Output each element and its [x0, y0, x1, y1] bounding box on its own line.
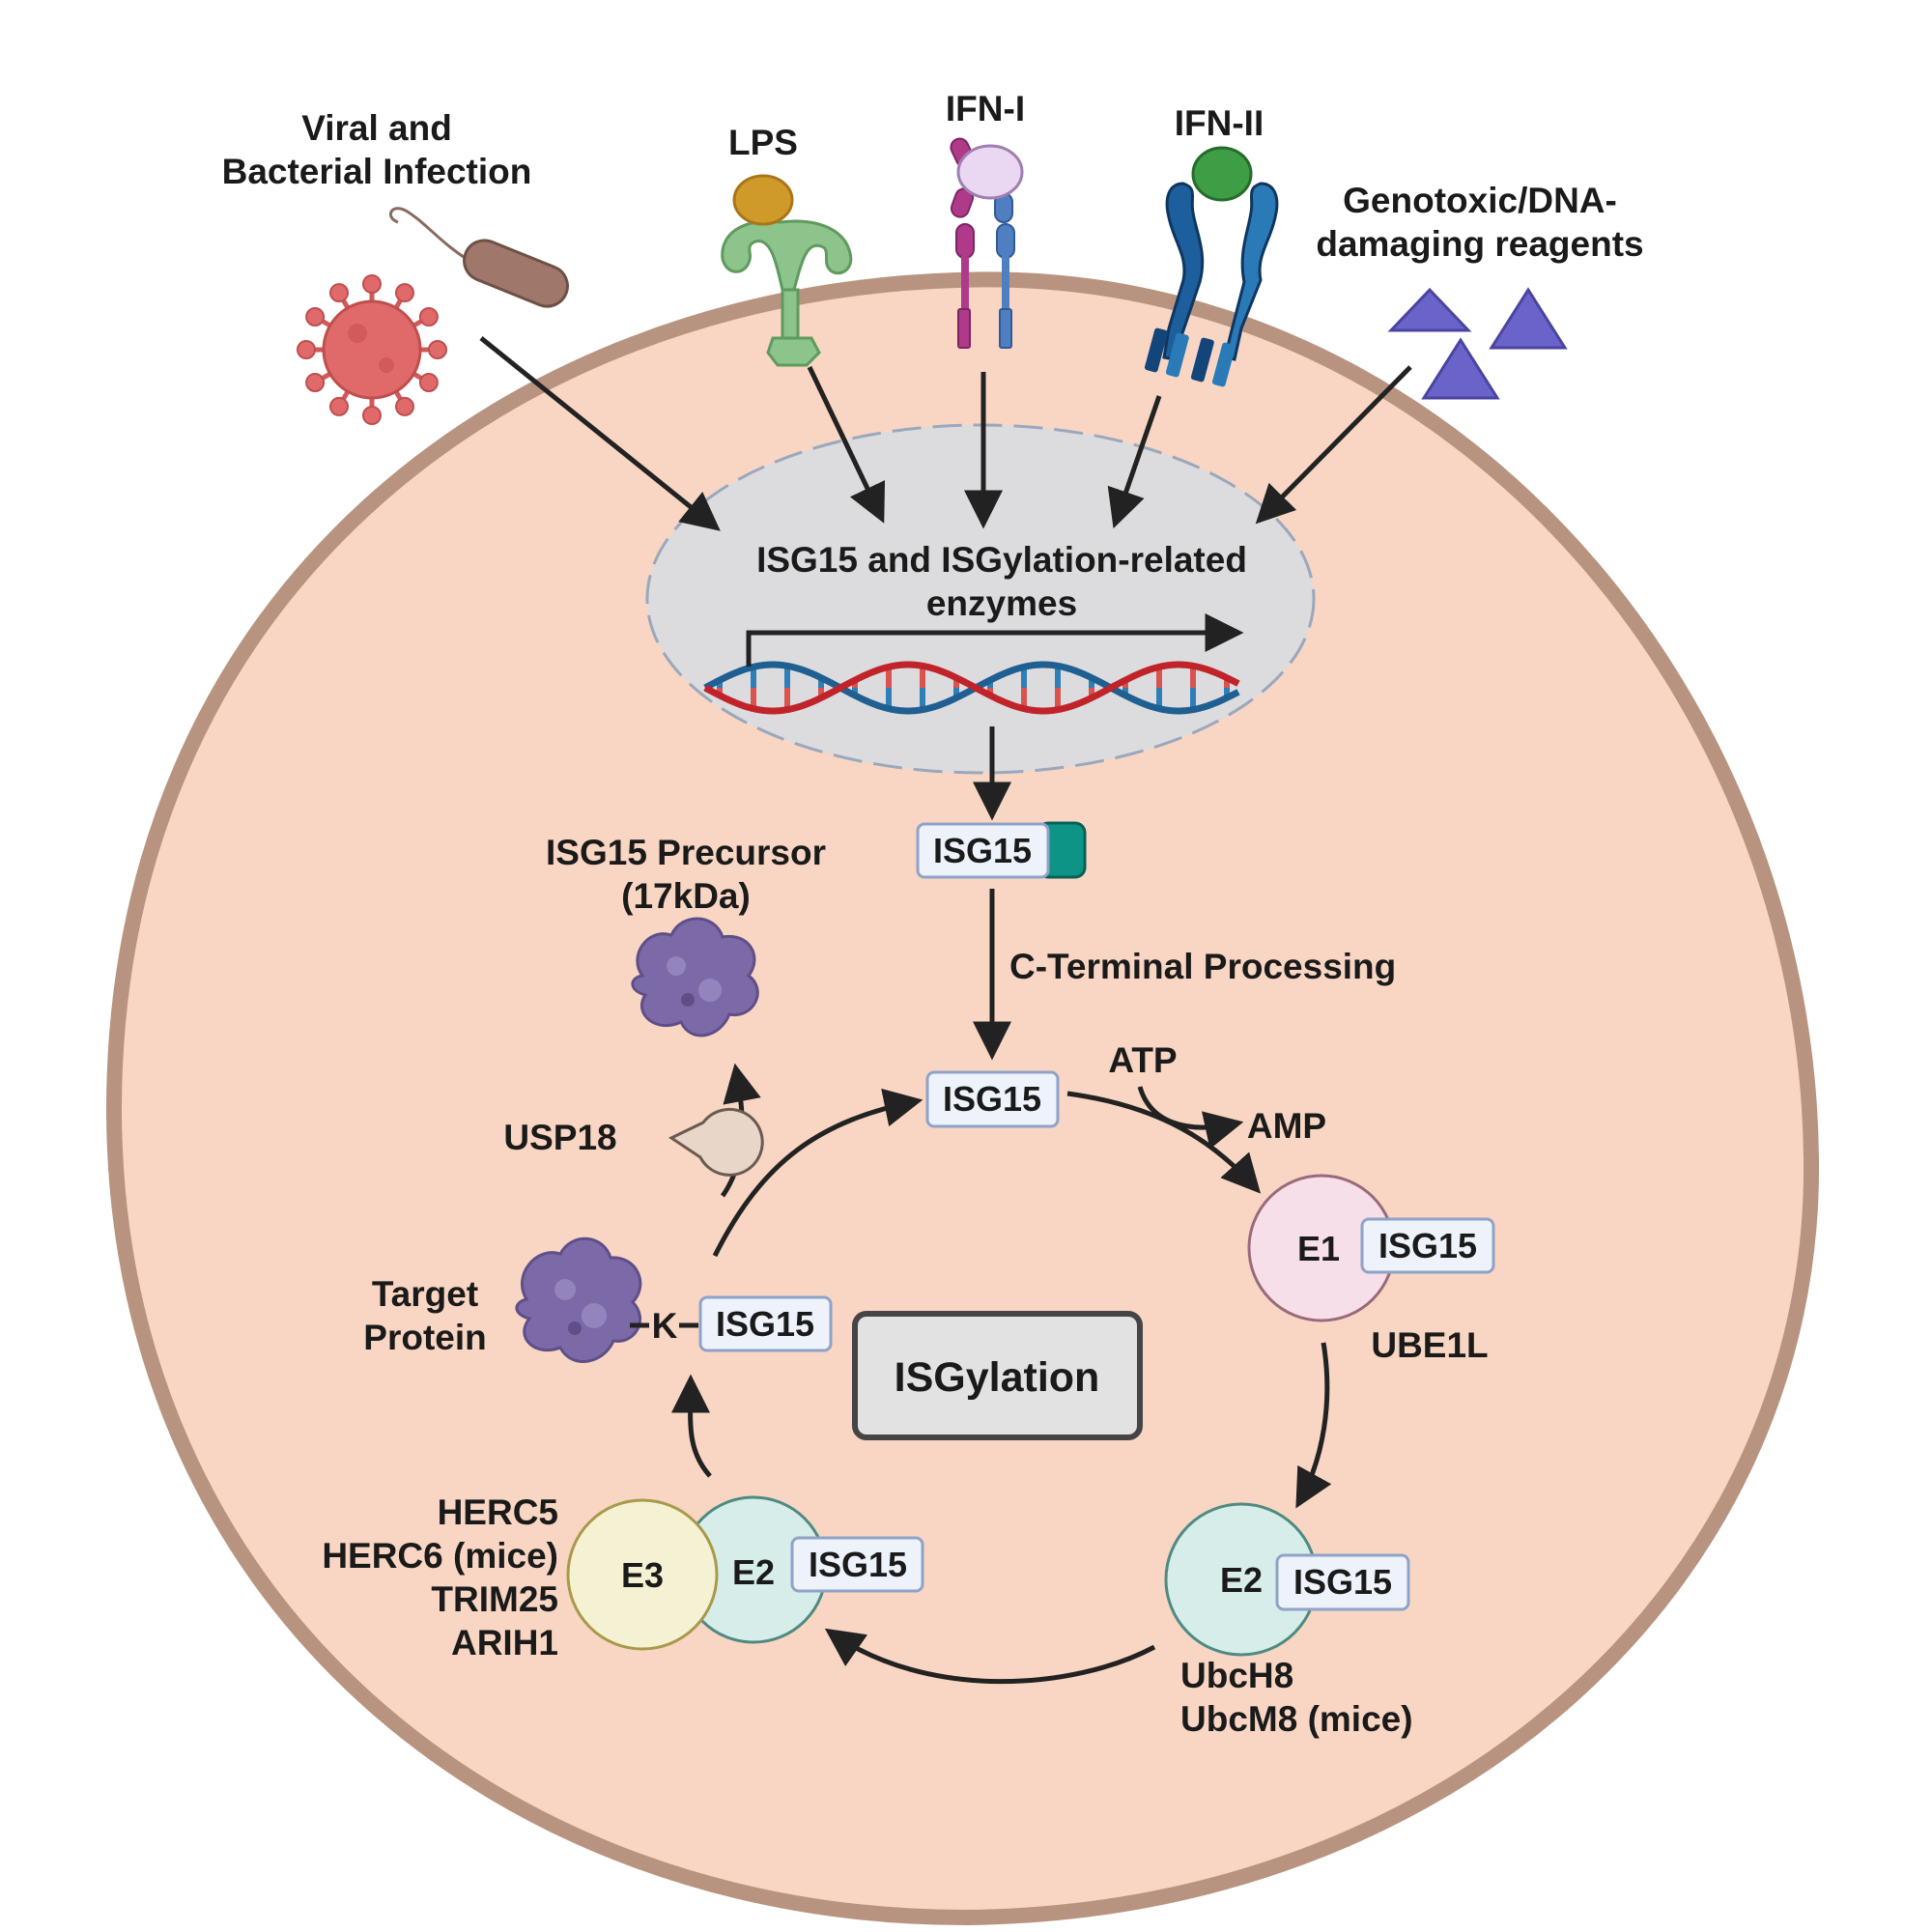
free-isg15-box-text: ISG15	[943, 1079, 1041, 1119]
e3-to-target-arrow	[670, 1374, 712, 1478]
processing-label: C-Terminal Processing	[1009, 947, 1396, 986]
target-isg15-box-text: ISG15	[716, 1304, 814, 1344]
isgylation-box	[852, 1311, 1143, 1440]
genotoxic-label-line2: damaging reagents	[1316, 224, 1643, 264]
ifn2-arrow	[1107, 395, 1162, 529]
lps-receptor-icon	[721, 174, 853, 367]
e3-label: E3	[621, 1555, 664, 1595]
isg15-precursor-box	[916, 822, 1050, 879]
free-isg15-box	[925, 1070, 1060, 1128]
e3-isg15-box	[790, 1536, 924, 1593]
atp-label: ATP	[1108, 1040, 1177, 1080]
e2-isg15-box-text: ISG15	[1293, 1562, 1392, 1602]
isg15-precursor-box-text: ISG15	[933, 831, 1032, 870]
e3-enzyme-arih1: ARIH1	[451, 1623, 558, 1662]
ifn2-receptor-icon	[1144, 146, 1279, 387]
e3-e2-complex: E3 E2 ISG15	[566, 1495, 924, 1651]
nucleus	[645, 423, 1316, 775]
infection-label-line1: Viral and	[301, 108, 452, 148]
ifn1-receptor-icon	[950, 137, 1024, 349]
genotoxic-label-line1: Genotoxic/DNA-	[1343, 181, 1617, 220]
infection-arrow	[479, 336, 721, 531]
precursor-label-line1: ISG15 Precursor	[546, 833, 826, 872]
bacterium-icon	[388, 207, 569, 308]
e3-enzyme-trim25: TRIM25	[431, 1579, 558, 1619]
dna-helix-icon	[703, 661, 1240, 715]
nucleus-label-line1: ISG15 and ISGylation-related	[756, 540, 1247, 580]
genotoxic-reagent-icons	[1387, 287, 1568, 400]
lysine-label: K	[652, 1306, 678, 1346]
ifn2-label: IFN-II	[1175, 103, 1264, 143]
target-isg15-box	[698, 1295, 833, 1352]
isg15-to-e1-arrow	[1066, 1091, 1262, 1194]
e1-to-e2-arrow	[1295, 1342, 1332, 1509]
e3-circle	[566, 1498, 719, 1651]
e1-label: E1	[1297, 1229, 1340, 1268]
e1-isg15-box-text: ISG15	[1378, 1226, 1477, 1265]
target-label-line1: Target	[372, 1274, 478, 1314]
lps-label: LPS	[728, 123, 798, 162]
e2-complex: E2 ISG15	[1164, 1502, 1410, 1657]
e2-isg15-box	[1275, 1553, 1410, 1611]
transcription-arrow	[746, 613, 1244, 667]
nucleus-label-line2: enzymes	[926, 583, 1077, 623]
ube1l-label: UBE1L	[1371, 1325, 1488, 1365]
ifn1-label: IFN-I	[946, 89, 1025, 128]
lps-arrow	[807, 365, 886, 524]
ubch8-label: UbcH8	[1180, 1656, 1293, 1695]
isgylation-label: ISGylation	[895, 1354, 1100, 1401]
e3-isg15-box-text: ISG15	[809, 1545, 907, 1584]
e1-isg15-box	[1360, 1217, 1495, 1274]
precursor-label-line2: (17kDa)	[621, 876, 751, 916]
target-to-isg15-arrow	[712, 1088, 923, 1258]
usp18-icon	[668, 1107, 764, 1177]
isg15-precursor: ISG15	[916, 821, 1087, 879]
virus-icon	[297, 274, 447, 425]
amp-label: AMP	[1247, 1106, 1326, 1146]
e2-label: E2	[1220, 1560, 1263, 1600]
free-isg15: ISG15	[925, 1070, 1060, 1128]
e2-to-e3-arrow	[824, 1628, 1156, 1685]
e3-enzyme-herc5: HERC5	[438, 1492, 558, 1532]
infection-label-line2: Bacterial Infection	[222, 152, 532, 191]
e1-complex: E1 ISG15	[1247, 1174, 1495, 1322]
target-protein-icon	[515, 1236, 642, 1363]
e3-e2-label: E2	[732, 1552, 775, 1592]
usp18-label: USP18	[503, 1118, 616, 1157]
free-isg15-protein-icon	[631, 917, 759, 1037]
genotoxic-arrow	[1255, 365, 1412, 525]
target-label-line2: Protein	[363, 1318, 486, 1357]
ubcm8-label: UbcM8 (mice)	[1180, 1699, 1413, 1739]
e3-enzyme-herc6: HERC6 (mice)	[322, 1536, 558, 1576]
